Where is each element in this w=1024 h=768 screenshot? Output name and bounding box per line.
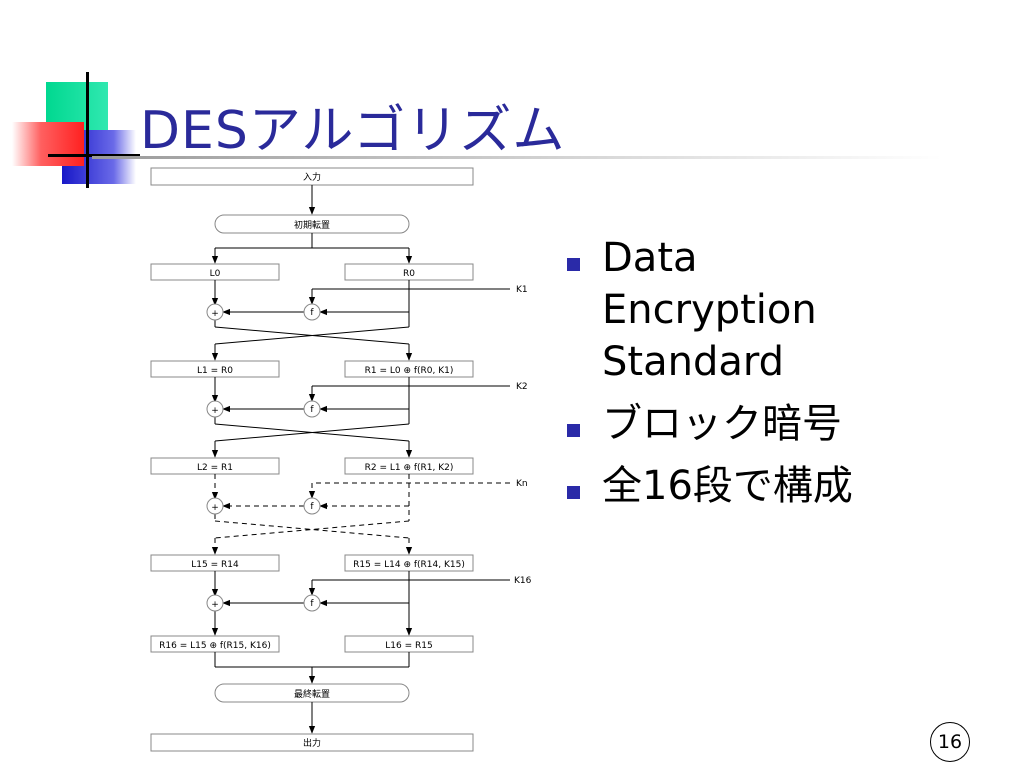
bullet-item-block-cipher: ブロック暗号 <box>565 398 865 450</box>
xor-symbol-2: + <box>211 406 219 416</box>
f-node-16 <box>303 594 321 612</box>
output-box <box>150 733 474 752</box>
f-node-2 <box>303 400 321 418</box>
r1-label: R1 = L0 ⊕ f(R0, K1) <box>365 366 454 376</box>
l2-label: L2 = R1 <box>197 463 233 473</box>
f-symbol-n: f <box>310 502 314 512</box>
deco-red-square <box>12 122 84 166</box>
key-k2-label: K2 <box>516 382 528 392</box>
xor-node-2 <box>206 400 224 418</box>
slide-title: DESアルゴリズム <box>140 101 566 161</box>
xor-symbol-16: + <box>211 600 219 610</box>
r2-label: R2 = L1 ⊕ f(R1, K2) <box>365 463 454 473</box>
l0-label: L0 <box>210 269 221 279</box>
l16-label: L16 = R15 <box>385 641 432 651</box>
r0-label: R0 <box>403 269 415 279</box>
key-k1-label: K1 <box>516 285 528 295</box>
xor-symbol-n: + <box>211 503 219 513</box>
title-underline <box>92 156 942 159</box>
deco-vertical-line <box>86 72 89 188</box>
f-node-1 <box>303 303 321 321</box>
bullet-text: 全16段で構成 <box>602 463 853 509</box>
bullet-item-des: Data Encryption Standard <box>565 232 865 388</box>
bullet-text: ブロック暗号 <box>602 401 842 447</box>
f-node-n <box>303 497 321 515</box>
xor-node-16 <box>206 594 224 612</box>
output-label: 出力 <box>303 737 321 749</box>
f-symbol-16: f <box>310 599 314 609</box>
bullet-list: Data Encryption Standard ブロック暗号 全16段で構成 <box>565 232 865 522</box>
deco-horizontal-line <box>48 154 140 157</box>
key-k16-label: K16 <box>514 576 532 586</box>
xor-symbol-1: + <box>211 309 219 319</box>
f-symbol-1: f <box>310 308 314 318</box>
xor-node-1 <box>206 303 224 321</box>
r16-label: R16 = L15 ⊕ f(R15, K16) <box>159 641 271 651</box>
input-label: 入力 <box>303 171 321 183</box>
final-permutation-label: 最終転置 <box>294 688 330 700</box>
des-flowchart: 入力 初期転置 L0 R0 L1 = R0 R1 = L0 ⊕ f(R0, K1… <box>150 167 532 752</box>
bullet-square-icon <box>567 486 580 499</box>
bullet-square-icon <box>567 258 580 271</box>
bullet-item-16-rounds: 全16段で構成 <box>565 460 865 512</box>
f-symbol-2: f <box>310 405 314 415</box>
slide-number: 16 <box>930 722 970 762</box>
r15-label: R15 = L14 ⊕ f(R14, K15) <box>353 560 465 570</box>
xor-node-n <box>206 497 224 515</box>
bullet-square-icon <box>567 424 580 437</box>
initial-permutation-label: 初期転置 <box>294 219 330 231</box>
l1-label: L1 = R0 <box>197 366 233 376</box>
l15-label: L15 = R14 <box>191 560 239 570</box>
bullet-text: Data Encryption Standard <box>602 235 817 385</box>
key-kn-label: Kn <box>516 479 528 489</box>
